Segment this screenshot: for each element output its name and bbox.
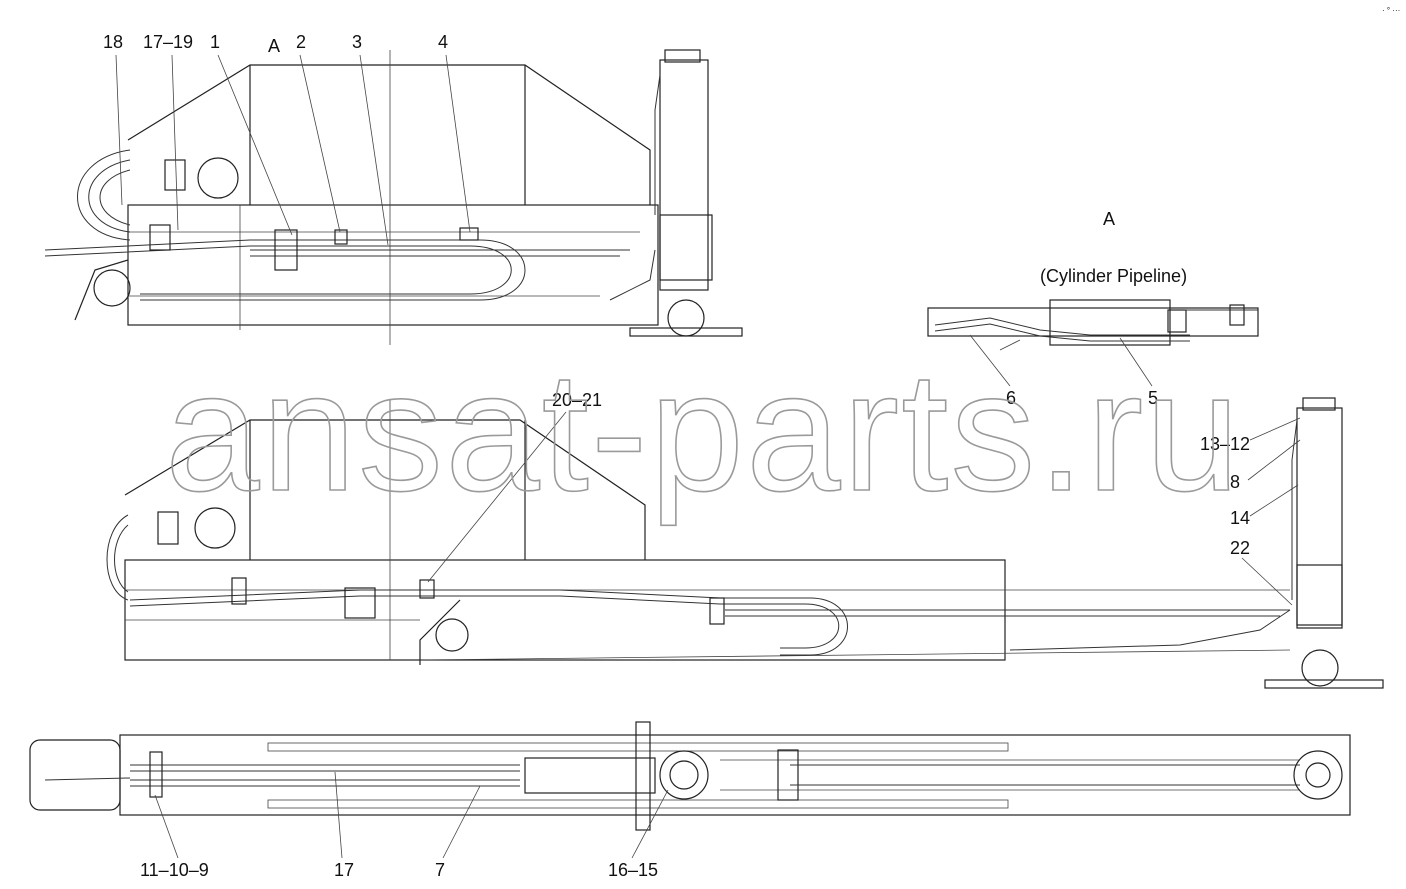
callout-11-10-9: 11–10–9 (140, 860, 209, 880)
callout-1: 1 (210, 32, 220, 52)
bottom-view-callouts: 11–10–9 17 7 16–15 (140, 771, 669, 880)
callout-7: 7 (435, 860, 445, 880)
callout-17-bottom: 17 (334, 860, 354, 880)
callout-4: 4 (438, 32, 448, 52)
callout-5: 5 (1148, 388, 1158, 408)
callout-8: 8 (1230, 472, 1240, 492)
detail-view-letter: A (1103, 209, 1115, 229)
top-view-drawing (44, 49, 743, 345)
corner-mark: · ° ··· (1382, 6, 1400, 15)
callout-16-15: 16–15 (608, 860, 658, 880)
middle-view-drawing (106, 397, 1384, 689)
detail-caption: (Cylinder Pipeline) (1040, 266, 1187, 286)
callout-2: 2 (296, 32, 306, 52)
middle-view-callouts: 20–21 13–12 8 14 22 (427, 390, 1301, 606)
callout-18: 18 (103, 32, 123, 52)
callout-22: 22 (1230, 538, 1250, 558)
section-mark-a: A (268, 36, 280, 56)
callout-14: 14 (1230, 508, 1250, 528)
callout-6: 6 (1006, 388, 1016, 408)
callout-17-19: 17–19 (143, 32, 193, 52)
detail-a-drawing (927, 299, 1259, 351)
watermark-text: ansat-parts.ru (165, 337, 1242, 527)
callout-3: 3 (352, 32, 362, 52)
callout-20-21: 20–21 (552, 390, 602, 410)
top-view-callouts: 18 17–19 1 A 2 3 4 (103, 32, 471, 246)
bottom-view-drawing (29, 721, 1351, 831)
detail-a-labels: A (Cylinder Pipeline) 6 5 (969, 209, 1187, 408)
callout-13-12: 13–12 (1200, 434, 1250, 454)
